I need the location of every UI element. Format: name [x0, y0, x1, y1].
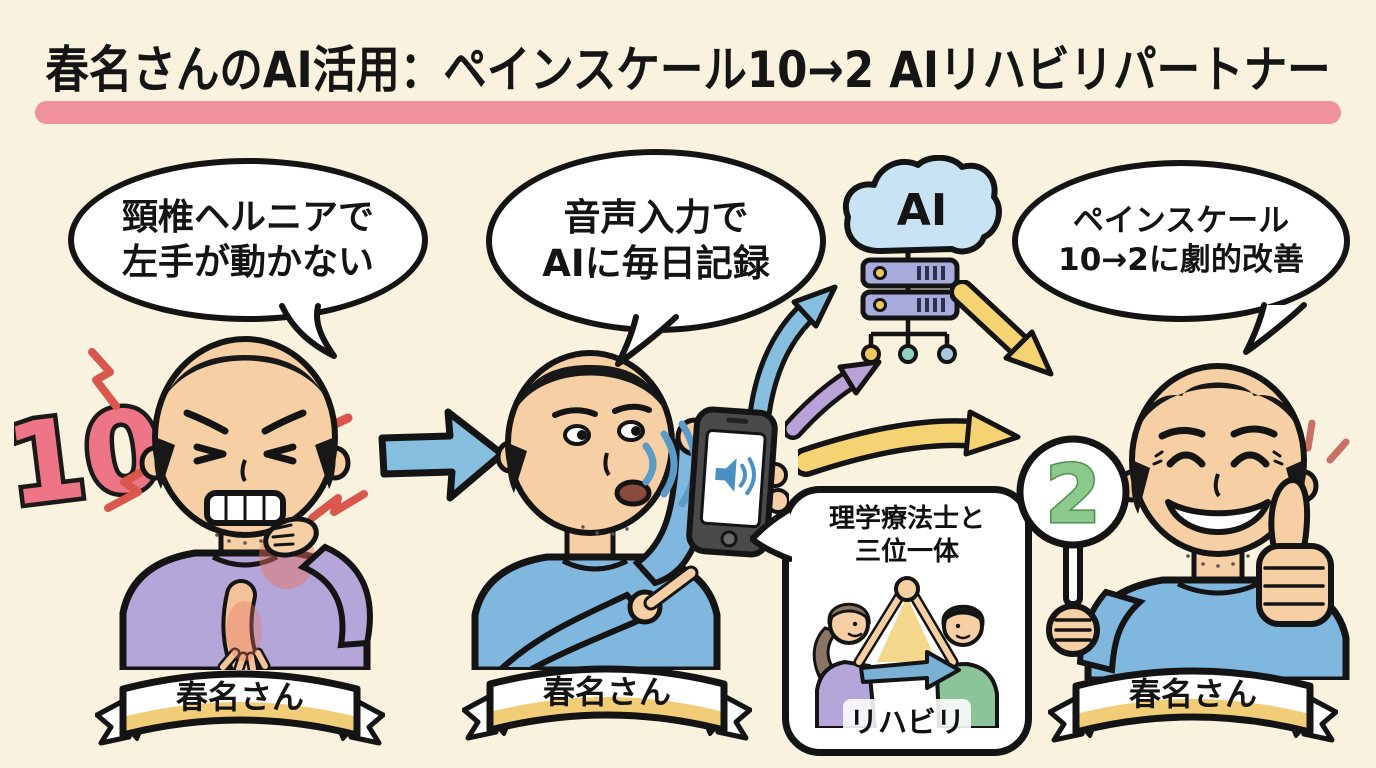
bubble-after-line2: 10→2に劇的改善: [1058, 242, 1304, 278]
speech-bubble-tail: [750, 506, 792, 562]
name-banner-before: 春名さん: [95, 670, 385, 746]
pain-bolt-icon: [308, 490, 368, 522]
svg-text:春名さん: 春名さん: [543, 673, 671, 711]
svg-text:10: 10: [14, 384, 159, 532]
bubble-before-line1: 頸椎ヘルニアで: [121, 197, 374, 238]
speech-bubble-recording: 音声入力で AIに毎日記録: [486, 149, 826, 333]
pain-bolt-icon: [88, 348, 120, 410]
bubble-before-line2: 左手が動かない: [121, 242, 374, 283]
arrow-curved-purple-icon: [785, 359, 882, 440]
svg-text:2: 2: [1045, 448, 1101, 541]
patient-in-pain-illustration: [119, 336, 373, 670]
pain-bolt-icon: [104, 462, 156, 512]
svg-text:春名さん: 春名さん: [1129, 675, 1257, 713]
patient-voice-input-illustration: [471, 350, 721, 670]
rehab-team-box: 理学療法士と 三位一体 リハビリ: [782, 486, 1032, 756]
bubble-recording-line1: 音声入力で: [563, 195, 749, 239]
name-banner-recording: 春名さん: [462, 665, 752, 741]
arrow-diagonal-yellow-icon: [950, 280, 1054, 377]
speech-bubble-tail: [615, 314, 679, 367]
speech-bubble-before: 頸椎ヘルニアで 左手が動かない: [68, 158, 428, 322]
smartphone-icon: [686, 406, 789, 558]
speech-bubble-tail: [1243, 302, 1307, 355]
pain-score-after-paddle: 2: [1016, 435, 1130, 657]
rehab-title-line1: 理学療法士と: [828, 504, 985, 534]
arrow-right-icon: [378, 408, 506, 502]
pain-score-before: 10: [14, 379, 159, 533]
name-banner-after: 春名さん: [1048, 667, 1338, 743]
bubble-recording-line2: AIに毎日記録: [542, 242, 770, 285]
svg-text:春名さん: 春名さん: [176, 678, 304, 716]
rehab-title-line2: 三位一体: [854, 536, 959, 567]
thumbs-up-icon: [1256, 477, 1334, 627]
speech-bubble-after: ペインスケール 10→2に劇的改善: [1012, 160, 1350, 322]
rehab-caption: リハビリ: [842, 699, 972, 741]
ai-cloud-icon: AI: [843, 155, 1002, 255]
svg-text:AI: AI: [897, 185, 947, 236]
page-title: 春名さんのAI活用：ペインスケール10→2 AIリハビリパートナー: [45, 41, 1331, 99]
title-underline: [35, 101, 1341, 124]
speech-bubble-tail: [279, 303, 337, 359]
arrow-long-yellow-icon: [798, 409, 1021, 477]
bubble-after-line1: ペインスケール: [1072, 203, 1290, 240]
arrow-curved-blue-icon: [748, 284, 838, 418]
